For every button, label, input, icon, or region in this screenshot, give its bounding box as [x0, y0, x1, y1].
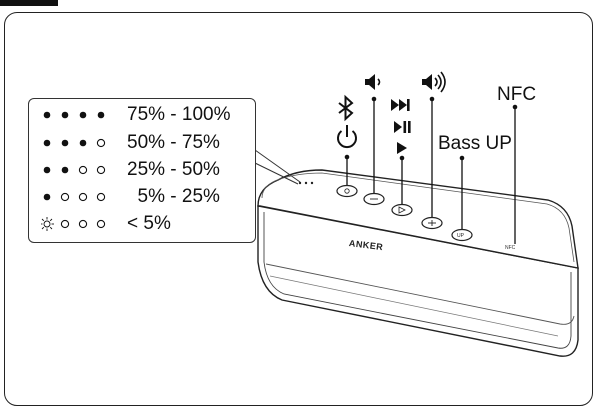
battery-dots-2: [43, 165, 106, 175]
legend-range: 50% - 75%: [127, 132, 220, 153]
play-button: [391, 203, 413, 217]
svg-text:UP: UP: [457, 233, 465, 239]
battery-dots-1: [43, 192, 106, 202]
battery-dots-blink: [41, 217, 106, 231]
sun-blink-icon: [41, 217, 54, 231]
speaker-top-edge: [261, 172, 575, 263]
speaker-front-body-inner: [263, 212, 572, 349]
speaker-led-2: [304, 181, 308, 185]
callout-line-2: [254, 162, 299, 185]
speaker-led-1: [298, 181, 302, 185]
legend-row: 5% - 25%: [29, 185, 257, 209]
legend-range: 5% - 25%: [127, 186, 220, 207]
callout-line-1: [254, 149, 301, 183]
speaker-band-2: [269, 275, 559, 337]
speaker-band: [265, 263, 575, 325]
battery-dots-4: [43, 111, 105, 119]
legend-row: 75% - 100%: [29, 103, 257, 127]
corner-tab: [0, 0, 58, 6]
volume-down-button: [363, 192, 385, 206]
legend-row: < 5%: [29, 212, 257, 236]
legend-range: < 5%: [127, 213, 171, 234]
power-icon: [337, 125, 357, 149]
volume-up-icon: [422, 71, 446, 93]
figure-frame: [4, 12, 593, 406]
play-icon: [397, 142, 407, 154]
nfc-mark: NFC: [505, 245, 516, 251]
speaker-front-body: [257, 205, 579, 357]
volume-down-icon: [365, 74, 381, 90]
battery-legend: 75% - 100% 50% - 75% 25% - 50% 5% - 25%: [28, 98, 256, 243]
next-track-icon: [391, 99, 410, 111]
bass-up-label: Bass UP: [438, 133, 512, 154]
legend-range: 25% - 50%: [127, 159, 220, 180]
legend-row: 25% - 50%: [29, 158, 257, 182]
legend-row: 50% - 75%: [29, 131, 257, 155]
speaker-led-3: [310, 181, 314, 185]
bluetooth-icon: [338, 94, 354, 122]
bass-up-button: UP: [451, 228, 473, 242]
nfc-label: NFC: [497, 84, 537, 105]
power-button: [336, 184, 358, 198]
play-pause-icon: [394, 121, 411, 133]
volume-up-button: [421, 216, 443, 230]
battery-dots-3: [43, 138, 106, 148]
legend-range: 75% - 100%: [127, 104, 231, 125]
